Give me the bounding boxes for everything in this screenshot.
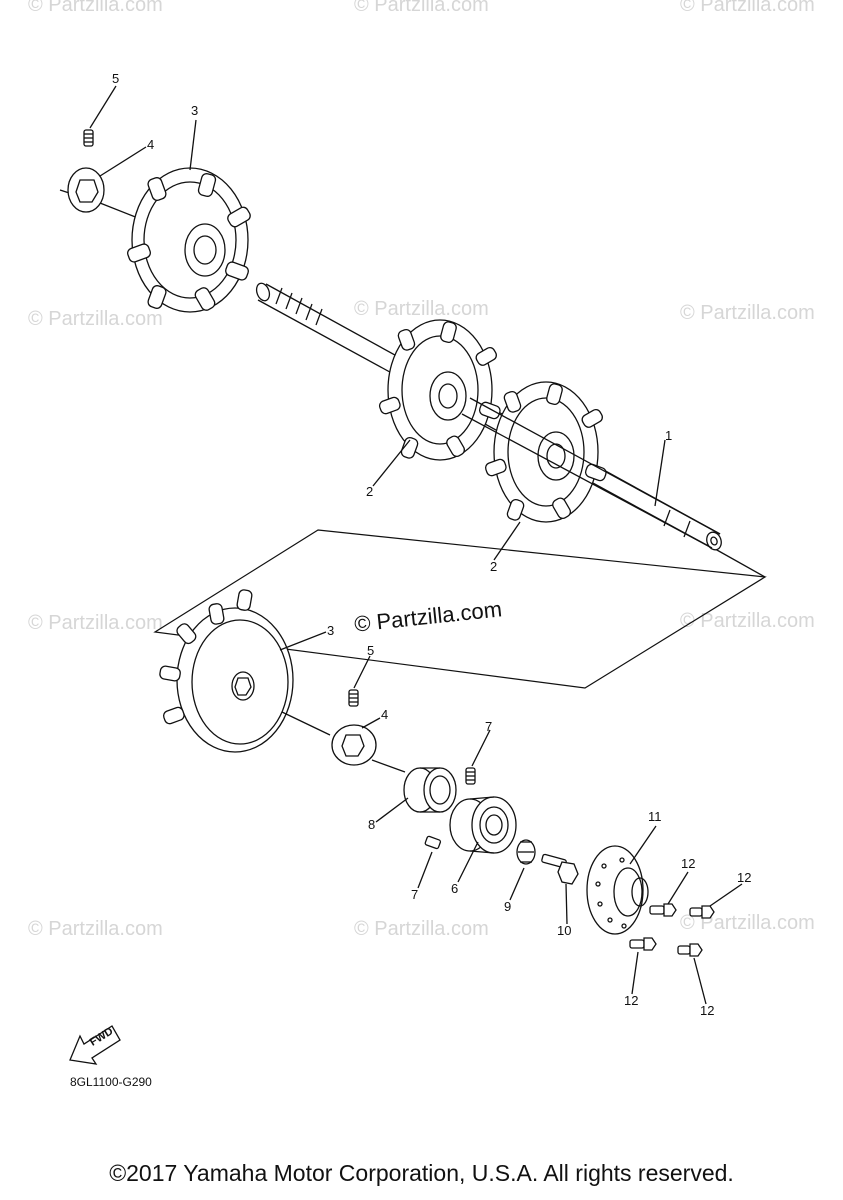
bearing — [449, 796, 517, 854]
callout-bearing-holder: 8 — [368, 817, 376, 832]
watermark: © Partzilla.com — [680, 610, 815, 632]
watermark: © Partzilla.com — [28, 918, 163, 940]
callout-bolt: 10 — [557, 923, 572, 938]
callout-flange-bolt-3: 12 — [624, 993, 639, 1008]
callout-sprocket-b: 2 — [490, 559, 498, 574]
callout-sprocket-a: 2 — [366, 484, 374, 499]
collar-bottom — [331, 724, 377, 766]
sprocket-right — [484, 381, 607, 523]
sprocket-wheel-bottom — [159, 589, 294, 753]
housing — [586, 845, 649, 935]
watermark: © Partzilla.com — [354, 0, 489, 16]
watermark: © Partzilla.com — [680, 912, 815, 934]
setscrew-bottom — [348, 689, 359, 707]
fwd-arrow-icon — [69, 1025, 121, 1065]
watermark: © Partzilla.com — [354, 918, 489, 940]
callout-setscrew-bottom: 5 — [367, 643, 375, 658]
callout-collar-bottom: 4 — [381, 707, 389, 722]
callout-nut: 9 — [504, 899, 512, 914]
flange-bolt-2 — [689, 905, 715, 919]
callout-bearing-screw-top: 7 — [485, 719, 493, 734]
watermark: © Partzilla.com — [28, 612, 163, 634]
watermark: © Partzilla.com — [28, 0, 163, 16]
watermark: © Partzilla.com — [354, 298, 489, 320]
callout-bearing: 6 — [451, 881, 459, 896]
watermark: © Partzilla.com — [28, 308, 163, 330]
collar-top — [67, 167, 105, 213]
bolt — [541, 853, 579, 885]
sprocket-middle — [378, 319, 501, 461]
callout-housing: 11 — [648, 809, 662, 824]
bearing-screw-bottom — [424, 835, 442, 850]
callout-flange-bolt-4: 12 — [700, 1003, 715, 1018]
nut — [516, 839, 536, 865]
callout-sprocket-wheel-top: 3 — [191, 103, 199, 118]
callout-bearing-screw-bottom: 7 — [411, 887, 419, 902]
watermark: © Partzilla.com — [680, 302, 815, 324]
callout-shaft: 1 — [665, 428, 673, 443]
watermark: © Partzilla.com — [680, 0, 815, 16]
callout-setscrew-top: 5 — [112, 71, 120, 86]
setscrew-top — [83, 129, 94, 147]
diagram-code: 8GL1100-G290 — [70, 1075, 152, 1089]
flange-bolt-4 — [677, 943, 703, 957]
callout-flange-bolt-2: 12 — [737, 870, 752, 885]
bearing-holder — [403, 767, 457, 813]
flange-bolt-3 — [629, 937, 657, 951]
flange-bolt-1 — [649, 903, 677, 917]
callout-collar-top: 4 — [147, 137, 155, 152]
sprocket-wheel-top — [127, 167, 251, 313]
callout-flange-bolt-1: 12 — [681, 856, 696, 871]
bearing-screw-top — [465, 767, 476, 785]
callout-sprocket-wheel-bottom: 3 — [327, 623, 335, 638]
copyright-text: ©2017 Yamaha Motor Corporation, U.S.A. A… — [109, 1160, 734, 1186]
